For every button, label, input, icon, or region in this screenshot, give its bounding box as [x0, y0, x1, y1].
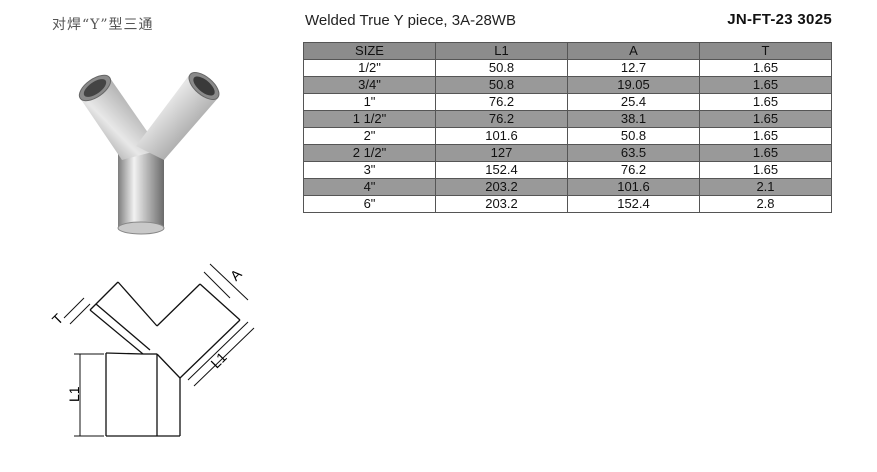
table-row: 2 1/2" 127 63.5 1.65 — [303, 144, 832, 162]
column-header-t: T — [699, 42, 832, 60]
cell-a: 76.2 — [567, 161, 700, 179]
table-row: 1 1/2" 76.2 38.1 1.65 — [303, 110, 832, 128]
label-l1-left: L1 — [66, 386, 82, 402]
cell-t: 1.65 — [699, 161, 832, 179]
chinese-title: 对焊“Y”型三通 — [52, 17, 154, 33]
cell-size: 2" — [303, 127, 436, 145]
cell-a: 152.4 — [567, 195, 700, 213]
table-row: 1" 76.2 25.4 1.65 — [303, 93, 832, 111]
cell-l1: 203.2 — [435, 178, 568, 196]
cell-a: 12.7 — [567, 59, 700, 77]
table-row: 4" 203.2 101.6 2.1 — [303, 178, 832, 196]
product-photo-y-piece — [78, 72, 220, 235]
cell-size: 1 1/2" — [303, 110, 436, 128]
cell-size: 1/2" — [303, 59, 436, 77]
model-code: JN-FT-23 3025 — [727, 11, 832, 28]
cell-a: 63.5 — [567, 144, 700, 162]
table-row: 6" 203.2 152.4 2.8 — [303, 195, 832, 213]
cell-l1: 203.2 — [435, 195, 568, 213]
cell-l1: 50.8 — [435, 59, 568, 77]
cell-l1: 50.8 — [435, 76, 568, 94]
cell-a: 101.6 — [567, 178, 700, 196]
english-title: Welded True Y piece, 3A-28WB — [305, 12, 516, 29]
spec-table: SIZE L1 A T 1/2" 50.8 12.7 1.65 3/4" 50.… — [303, 42, 832, 213]
cell-t: 1.65 — [699, 110, 832, 128]
column-header-a: A — [567, 42, 700, 60]
cell-size: 3/4" — [303, 76, 436, 94]
cell-l1: 101.6 — [435, 127, 568, 145]
cell-size: 3" — [303, 161, 436, 179]
table-row: 1/2" 50.8 12.7 1.65 — [303, 59, 832, 77]
cell-size: 2 1/2" — [303, 144, 436, 162]
cell-a: 50.8 — [567, 127, 700, 145]
cell-size: 1" — [303, 93, 436, 111]
cell-t: 2.8 — [699, 195, 832, 213]
cell-a: 25.4 — [567, 93, 700, 111]
cell-l1: 127 — [435, 144, 568, 162]
table-header-row: SIZE L1 A T — [303, 42, 832, 60]
cell-a: 19.05 — [567, 76, 700, 94]
label-t: T — [49, 310, 67, 328]
cell-t: 1.65 — [699, 144, 832, 162]
cell-t: 1.65 — [699, 127, 832, 145]
label-a: A — [227, 265, 245, 283]
cell-l1: 76.2 — [435, 110, 568, 128]
cell-t: 1.65 — [699, 59, 832, 77]
column-header-size: SIZE — [303, 42, 436, 60]
table-row: 3" 152.4 76.2 1.65 — [303, 161, 832, 179]
table-row: 3/4" 50.8 19.05 1.65 — [303, 76, 832, 94]
cell-t: 2.1 — [699, 178, 832, 196]
cell-size: 6" — [303, 195, 436, 213]
label-l1-right: L1 — [207, 349, 229, 371]
cell-t: 1.65 — [699, 76, 832, 94]
cell-t: 1.65 — [699, 93, 832, 111]
technical-drawing: T A L1 L1 — [49, 263, 255, 437]
cell-l1: 76.2 — [435, 93, 568, 111]
table-row: 2" 101.6 50.8 1.65 — [303, 127, 832, 145]
column-header-l1: L1 — [435, 42, 568, 60]
cell-size: 4" — [303, 178, 436, 196]
cell-a: 38.1 — [567, 110, 700, 128]
cell-l1: 152.4 — [435, 161, 568, 179]
